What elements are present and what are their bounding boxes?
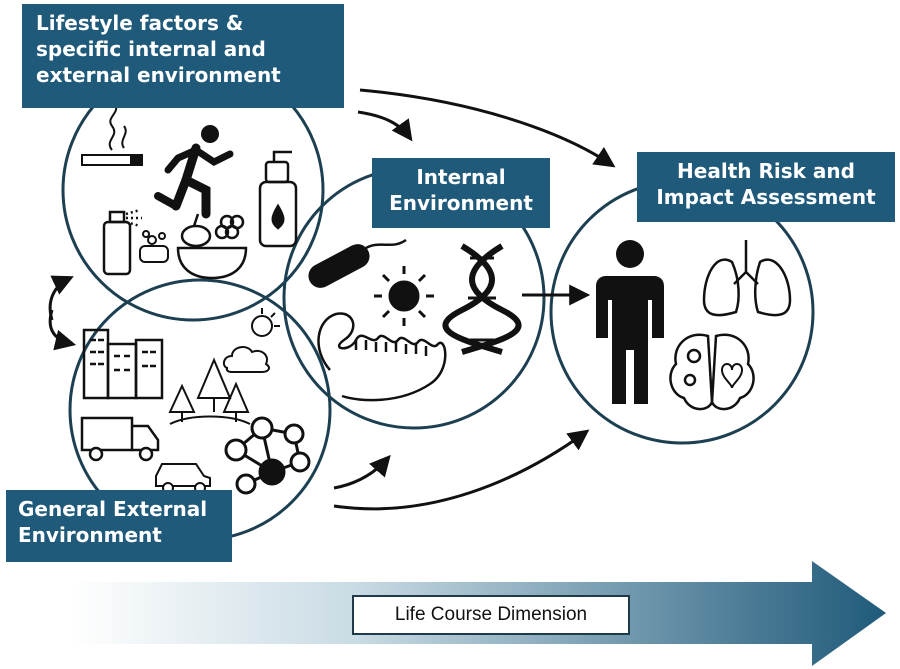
- brain-icon: [669, 333, 755, 411]
- soap-icon: [139, 230, 169, 263]
- general-label-line-2: Environment: [18, 523, 162, 547]
- internal-label-line-2: Environment: [389, 191, 533, 215]
- car-icon: [155, 463, 211, 494]
- running-person-icon: [154, 125, 234, 219]
- general-label-line-1: General External: [18, 497, 208, 521]
- lifestyle-label-line-1: Lifestyle factors &: [36, 11, 244, 35]
- fruit-bowl-icon: [176, 213, 248, 280]
- health-label-line-1: Health Risk and: [677, 159, 855, 183]
- lifestyle-label-line-2: specific internal and: [36, 37, 266, 61]
- arrow-lifestyle-general-down: [48, 309, 77, 351]
- spray-bottle-icon: [258, 150, 298, 248]
- cigarette-icon: [81, 105, 143, 166]
- arrow-lifestyle-to-health: [359, 88, 616, 168]
- person-icon: [596, 240, 664, 404]
- cloud-sun-icon: [222, 308, 280, 373]
- general-external-label: General External Environment: [6, 490, 232, 562]
- internal-environment-label: Internal Environment: [372, 158, 550, 228]
- health-risk-label: Health Risk and Impact Assessment: [637, 152, 895, 222]
- buildings-icon: [82, 328, 164, 400]
- bacterium-icon: [308, 238, 407, 288]
- trees-icon: [168, 357, 251, 425]
- life-course-label: Life Course Dimension: [352, 595, 630, 635]
- arrow-general-to-internal: [333, 454, 391, 490]
- dna-icon: [442, 243, 522, 355]
- internal-label-line-1: Internal: [416, 165, 506, 189]
- truck-icon: [80, 416, 160, 462]
- spray-can-icon: [102, 208, 142, 276]
- rna-strand-icon: [317, 312, 447, 402]
- virus-icon: [374, 266, 434, 326]
- lungs-icon: [702, 240, 792, 317]
- arrow-general-to-health: [333, 429, 590, 511]
- lifestyle-label-line-3: external environment: [36, 63, 281, 87]
- social-network-icon: [224, 416, 311, 495]
- arrow-lifestyle-to-internal: [357, 110, 413, 142]
- health-label-line-2: Impact Assessment: [656, 185, 876, 209]
- lifestyle-label: Lifestyle factors & specific internal an…: [22, 4, 344, 108]
- arrow-lifestyle-general-up: [48, 275, 74, 321]
- flow-arrows: [48, 88, 616, 511]
